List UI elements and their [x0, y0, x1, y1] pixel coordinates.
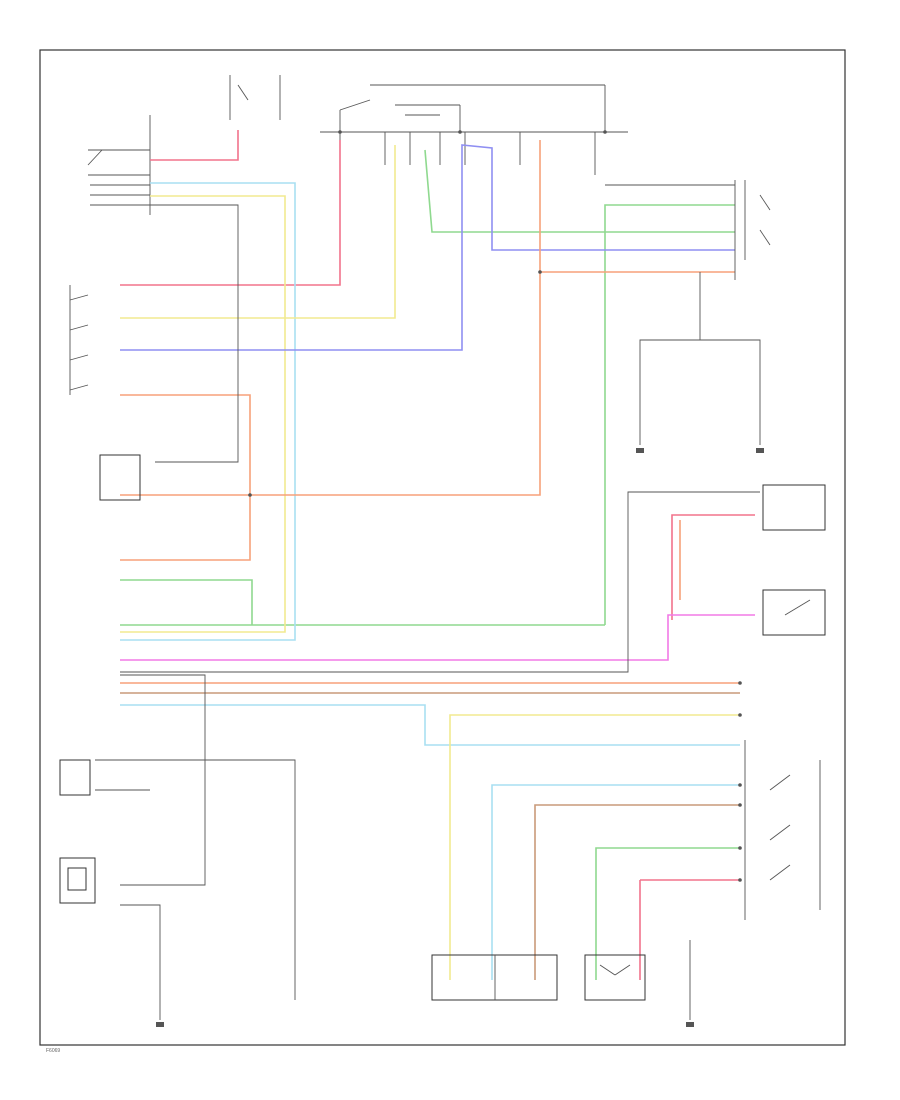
- ignition-switch-area: [87, 75, 281, 215]
- wire-red: [120, 130, 755, 980]
- relay-box-right-top: [762, 484, 826, 531]
- wire-yellow: [120, 145, 740, 980]
- wire-tan: [120, 692, 740, 980]
- ground-symbols: [156, 448, 764, 1027]
- wire-light-blue: [120, 182, 740, 980]
- wire-black: [95, 184, 761, 1020]
- module-box-bottom-left: [431, 954, 558, 1001]
- wire-magenta: [120, 614, 755, 661]
- diagram-frame: [39, 49, 846, 1046]
- wire-green: [120, 149, 740, 980]
- wire-orange: [120, 140, 740, 684]
- wire-blue: [120, 144, 735, 351]
- module-box-bottom-right: [584, 954, 646, 1001]
- relay-box-right-mid: [762, 589, 826, 636]
- pressure-switch-left: [59, 759, 91, 796]
- top-bus: [320, 84, 628, 175]
- left-components: [59, 285, 141, 904]
- right-components: [734, 180, 826, 920]
- footer-code: F6069: [46, 1048, 60, 1054]
- bottom-components: [431, 954, 646, 1001]
- clutch-switch-left: [59, 857, 96, 904]
- relay-box-left: [99, 454, 141, 501]
- connector-dots: [248, 130, 742, 882]
